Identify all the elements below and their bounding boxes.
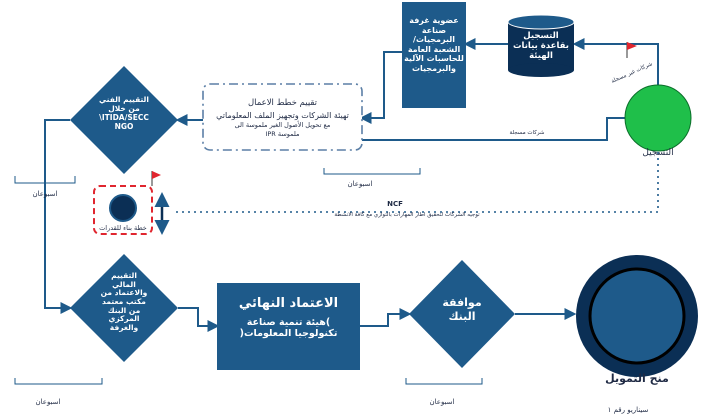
register-label: التسجيل	[642, 148, 674, 158]
final-approval-title: الاعتماد النهائي	[238, 296, 339, 311]
workplans-title: تقييم خطط الاعمال	[247, 98, 318, 108]
scenario-footer: سيناريو رقم ١	[607, 406, 649, 414]
duration-brackets	[14, 168, 483, 385]
edge-fin-to-final	[178, 307, 220, 332]
capacity-flag-icon	[151, 171, 161, 186]
workplans-line2: تهيئة الشركات وتجهيز الملف المعلوماتي	[216, 111, 349, 120]
edge-tech-to-fin	[44, 119, 73, 314]
database-node[interactable]	[507, 14, 575, 77]
bank-approval-node[interactable]	[409, 260, 515, 368]
edge-membership-to-workplans	[359, 51, 402, 124]
duration-bottom-mid: اسبوعان	[429, 398, 455, 406]
duration-bottom-left: اسبوعان	[35, 398, 61, 406]
edge-label-ncf-note: توجيه الشركات لتحقيق اطار المهارات بالتو…	[334, 212, 480, 218]
final-approval-node[interactable]	[217, 283, 360, 370]
capacity-label: خطة بناء للقدرات	[99, 224, 147, 232]
final-approval-body: )هيئة تنمية صناعة تكنولوجيا المعلومات(	[239, 317, 338, 339]
duration-top-left: اسبوعان	[32, 190, 58, 198]
membership-node[interactable]	[402, 2, 466, 108]
edge-register-to-database	[572, 38, 659, 85]
connectors	[44, 38, 659, 332]
edge-label-ncf: NCF	[387, 200, 403, 208]
fin-eval-label: التقييم المالي والاعتماد من مكتب معتمد م…	[100, 271, 148, 332]
membership-label: عضوية غرفة صناعة البرمجيات/ الشعبة العام…	[404, 16, 464, 73]
funding-label: منح التمويل	[605, 372, 669, 385]
edge-label-qualified: شركات مسجلة	[509, 130, 545, 136]
capacity-node-circle[interactable]	[109, 194, 137, 222]
ncf-dotted-path	[172, 152, 659, 213]
fin-eval-node[interactable]	[70, 254, 178, 362]
tech-eval-node[interactable]	[70, 66, 178, 174]
funding-inner-circle	[588, 267, 686, 365]
workplans-line3: مع تحويل الأصول الغير ملموسة الى	[234, 121, 331, 129]
workplans-node[interactable]	[202, 83, 363, 151]
bank-approval-label: موافقة البنك	[442, 296, 482, 323]
register-circle[interactable]	[624, 84, 692, 152]
database-label: التسجيل بقاعدة بيانات الهيئة	[513, 31, 569, 61]
edge-register-to-workplans	[362, 117, 628, 141]
edge-final-to-bank	[360, 308, 412, 327]
duration-middle: اسبوعان	[347, 180, 373, 188]
tech-eval-label: التقييم الفني من خلال ITIDA/SECC\ NGO	[99, 95, 149, 131]
flag-icon	[626, 42, 637, 58]
workplans-line4: ملموسة IPR	[265, 130, 300, 138]
